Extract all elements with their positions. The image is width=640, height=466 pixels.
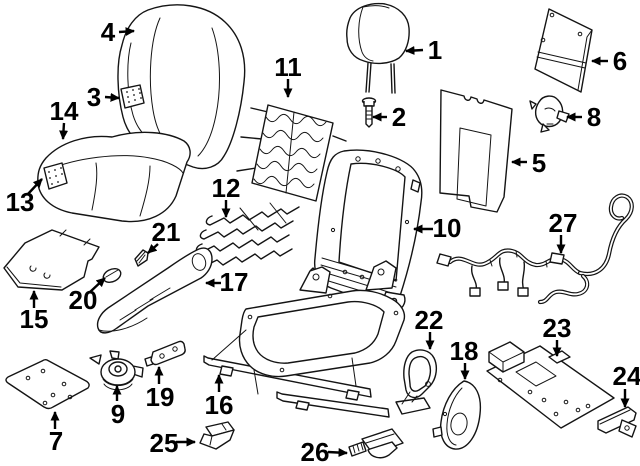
callout-number-7: 7 [49,426,63,456]
callout-arrow-26 [327,448,348,458]
part-adjuster-knob [102,268,122,283]
callout-arrow-14 [59,122,69,140]
callout-number-26: 26 [301,437,330,466]
callout-number-19: 19 [146,382,175,412]
callout-number-22: 22 [415,305,444,335]
callout-number-11: 11 [274,52,302,82]
callout-arrow-21 [147,243,159,254]
part-seat-back-cover [117,4,246,170]
part-seat-back-patch [120,84,145,109]
part-cushion-board [5,358,90,410]
callout-number-17: 17 [220,267,249,297]
callout-number-27: 27 [549,208,578,238]
callout-number-13: 13 [6,187,35,217]
callout-number-16: 16 [205,390,234,420]
callout-number-12: 12 [212,173,241,203]
part-cushion-pad [3,229,100,291]
callout-number-18: 18 [450,336,479,366]
callout-arrow-3 [104,92,120,102]
callout-arrow-13 [27,178,43,195]
callout-number-8: 8 [587,102,601,132]
callout-number-5: 5 [532,148,546,178]
callout-number-15: 15 [20,304,49,334]
part-module-26 [348,428,404,459]
callout-number-3: 3 [87,82,101,112]
callout-number-23: 23 [543,313,572,343]
part-mount-plate [486,341,615,429]
callout-arrow-20 [89,277,106,293]
part-lumbar-support [236,104,347,202]
part-side-trim [96,247,213,334]
callout-number-2: 2 [392,102,406,132]
callout-number-10: 10 [433,213,462,243]
part-bracket-19 [144,340,186,367]
callout-number-1: 1 [428,35,442,65]
callout-number-14: 14 [50,96,79,126]
part-seat-track [203,260,406,418]
part-side-shield [432,380,482,450]
part-bracket-24 [597,406,637,438]
part-back-panel [439,89,513,213]
callout-arrow-4 [118,27,135,37]
part-headrest [346,2,410,94]
part-recliner-bracket [395,349,438,415]
callout-number-21: 21 [152,217,181,247]
part-bracket-25 [199,421,235,450]
callout-arrow-1 [405,46,424,55]
part-back-board [534,8,593,93]
callout-number-6: 6 [613,46,627,76]
callout-number-20: 20 [69,285,98,315]
callout-number-24: 24 [613,361,640,391]
callout-number-9: 9 [111,399,125,429]
callout-number-4: 4 [101,17,116,47]
part-headrest-bolt [361,97,377,128]
part-recline-knob [89,350,144,391]
part-clip [134,249,149,267]
part-lumbar-motor [529,95,570,133]
callout-number-25: 25 [150,428,179,458]
part-cushion-patch [43,162,68,190]
part-wiring-harness [436,193,634,305]
